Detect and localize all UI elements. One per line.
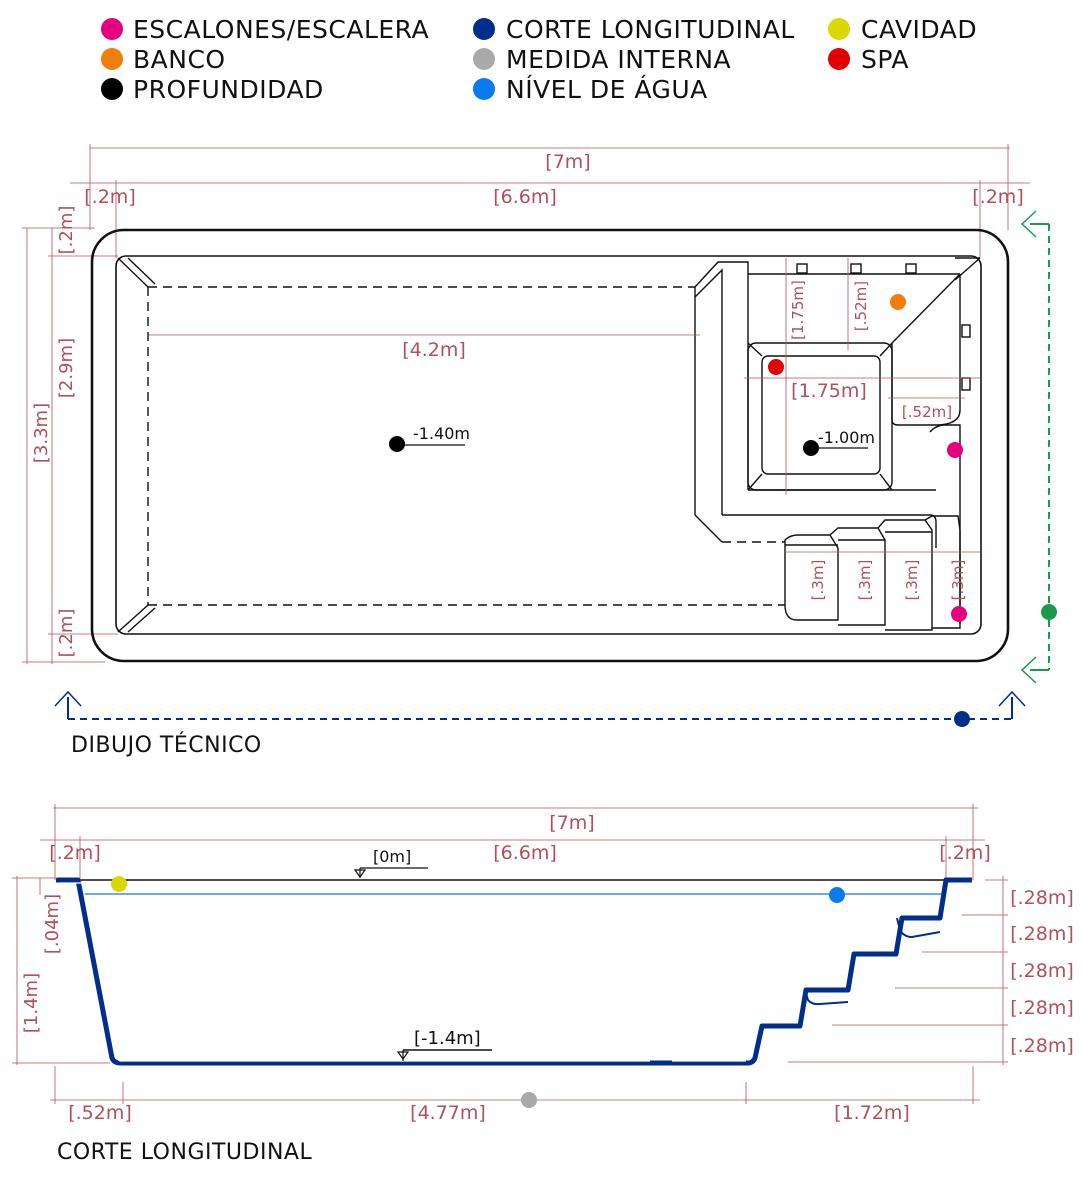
section-level-bottom: [-1.4m]: [414, 1028, 481, 1049]
legend-label: NÍVEL DE ÁGUA: [506, 75, 708, 104]
nivel-dot-icon: [473, 78, 495, 100]
section-floor: [4.77m]: [410, 1102, 486, 1124]
plan-spa-width: [1.75m]: [791, 380, 867, 402]
cut-line-longitudinal: [54, 690, 1026, 727]
steps: [784, 515, 961, 631]
plan-total-width: [3.3m]: [31, 403, 52, 463]
section-step-height-5: [.28m]: [1010, 1035, 1074, 1057]
depth-main-marker: -1.40m: [389, 424, 470, 452]
plan-bench-side: [.52m]: [902, 403, 952, 421]
section-dimensions-top: [7m] [6.6m] [.2m] [.2m]: [40, 804, 991, 880]
section-step-height-4: [.28m]: [1010, 997, 1074, 1019]
legend-item-cavidad: CAVIDAD: [828, 15, 977, 44]
plan-step-1: [.3m]: [809, 560, 827, 601]
banco-dot-icon: [101, 48, 123, 70]
section-title: CORTE LONGITUDINAL: [57, 1140, 312, 1165]
plan-view: [7m] [6.6m] [.2m] [.2m] [3.3m] [2.9m] [.…: [22, 144, 1057, 758]
plan-step-4: [.3m]: [949, 560, 967, 601]
legend-item-nivel: NÍVEL DE ÁGUA: [473, 75, 708, 104]
plan-depth-spa: -1.00m: [818, 428, 875, 447]
plan-step-2: [.3m]: [856, 560, 874, 601]
profundidad-dot-icon: [101, 78, 123, 100]
legend-label: BANCO: [133, 45, 226, 74]
section-step-height-1: [.28m]: [1010, 887, 1074, 909]
legend-item-spa: SPA: [828, 45, 909, 74]
legend: ESCALONES/ESCALERA BANCO PROFUNDIDAD COR…: [101, 15, 977, 104]
nivel-marker-icon: [829, 887, 845, 903]
section-edge-left: [.2m]: [49, 842, 100, 864]
section-view: [7m] [6.6m] [.2m] [.2m] [0m] [-1.4m]: [12, 804, 1074, 1165]
corte-marker-icon: [954, 711, 970, 727]
section-rim: [.04m]: [42, 894, 63, 954]
pool-profile: [56, 877, 972, 1066]
plan-floor-length: [4.2m]: [402, 339, 466, 361]
legend-item-profundidad: PROFUNDIDAD: [101, 75, 324, 104]
cavidad-marker-icon: [111, 876, 127, 892]
level-bottom-marker: [-1.4m]: [396, 1028, 492, 1061]
plan-total-length: [7m]: [545, 151, 590, 173]
section-dimensions-bottom: [.52m] [4.77m] [1.72m]: [50, 1066, 980, 1124]
plan-dimensions-left: [3.3m] [2.9m] [.2m] [.2m]: [22, 206, 118, 664]
transversal-marker-icon: [1041, 604, 1057, 620]
plan-spa-height: [1.75m]: [789, 280, 807, 340]
section-slope-left: [.52m]: [68, 1102, 132, 1124]
pool-outer-edge: [90, 228, 1010, 663]
plan-inner-length: [6.6m]: [493, 186, 557, 208]
cavidad-dot-icon: [828, 18, 850, 40]
legend-label: ESCALONES/ESCALERA: [133, 15, 429, 44]
legend-label: CORTE LONGITUDINAL: [506, 15, 795, 44]
corte-dot-icon: [473, 18, 495, 40]
medida-marker-icon: [521, 1092, 537, 1108]
section-total-length: [7m]: [549, 812, 594, 834]
plan-internal-dimensions: [4.2m] [1.75m] [1.75m] [.52m] [.52m] [.3…: [148, 258, 980, 600]
section-dimensions-right: [.28m] [.28m] [.28m] [.28m] [.28m]: [788, 876, 1074, 1065]
section-depth: [1.4m]: [21, 973, 42, 1033]
spa-box: [747, 257, 981, 624]
plan-bench-top: [.52m]: [852, 281, 870, 331]
plan-inner-width: [2.9m]: [56, 338, 77, 398]
section-dimensions-left: [1.4m] [.04m]: [12, 876, 110, 1065]
plan-title: DIBUJO TÉCNICO: [71, 732, 262, 758]
section-step-height-3: [.28m]: [1010, 960, 1074, 982]
legend-item-medida: MEDIDA INTERNA: [473, 45, 731, 74]
medida-dot-icon: [473, 48, 495, 70]
profundidad-dot-icon: [803, 440, 819, 456]
plan-dimensions-top: [7m] [6.6m] [.2m] [.2m]: [70, 144, 1030, 258]
depth-spa-marker: -1.00m: [803, 428, 875, 456]
plan-edge-top: [.2m]: [56, 206, 77, 255]
plan-depth-main: -1.40m: [413, 424, 470, 443]
cut-line-transversal: [1020, 210, 1057, 684]
plan-edge-left: [.2m]: [84, 186, 135, 208]
legend-item-banco: BANCO: [101, 45, 226, 74]
banco-marker-icon: [890, 294, 906, 310]
level-top-marker: [0m]: [353, 847, 428, 879]
spa-dot-icon: [828, 48, 850, 70]
section-step-height-2: [.28m]: [1010, 923, 1074, 945]
step-nosings: [804, 917, 941, 1006]
pool-inner-edge: [115, 255, 982, 635]
legend-item-corte: CORTE LONGITUDINAL: [473, 15, 795, 44]
legend-label: MEDIDA INTERNA: [506, 45, 731, 74]
escalera-marker-icon: [947, 442, 963, 458]
escalones-dot-icon: [101, 18, 123, 40]
legend-label: CAVIDAD: [861, 15, 977, 44]
escalones-marker-icon: [951, 606, 967, 622]
legend-label: PROFUNDIDAD: [133, 75, 324, 104]
profundidad-dot-icon: [389, 436, 405, 452]
section-stairs-run: [1.72m]: [834, 1102, 910, 1124]
plan-edge-bottom: [.2m]: [56, 609, 77, 658]
plan-edge-right: [.2m]: [972, 186, 1023, 208]
section-edge-right: [.2m]: [939, 842, 990, 864]
plan-step-3: [.3m]: [903, 560, 921, 601]
section-level-top: [0m]: [373, 847, 411, 866]
section-inner-length: [6.6m]: [493, 842, 557, 864]
legend-item-escalones: ESCALONES/ESCALERA: [101, 15, 429, 44]
spa-marker-icon: [768, 359, 784, 375]
legend-label: SPA: [861, 45, 909, 74]
